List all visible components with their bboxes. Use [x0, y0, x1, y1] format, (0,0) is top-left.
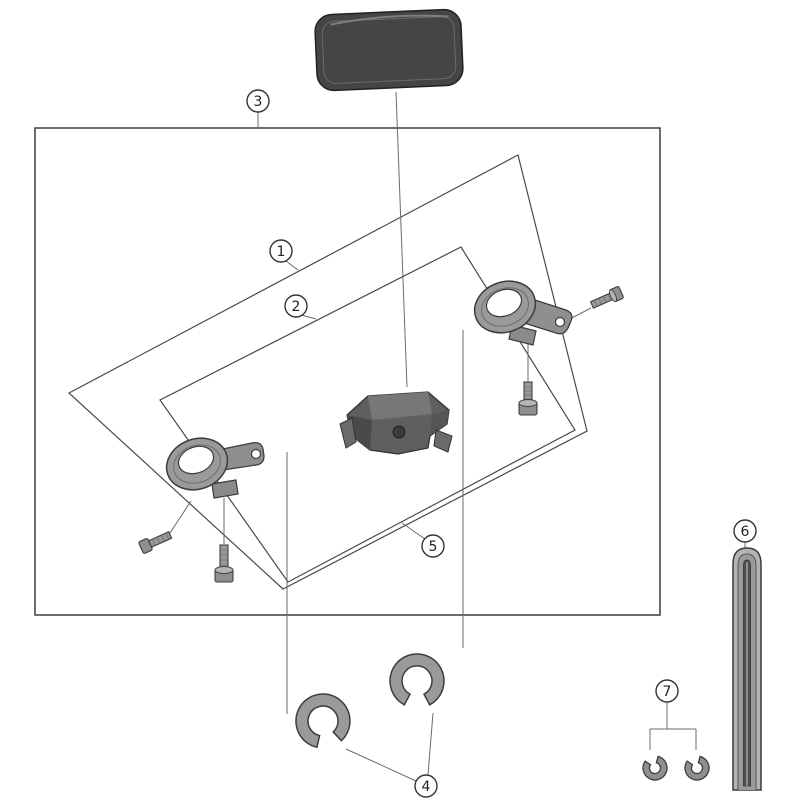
clamp-arm-hole-right	[554, 316, 566, 328]
callout-2: 2	[284, 294, 308, 318]
display-unit-bezel	[321, 16, 457, 84]
leader-line-callout-1	[285, 260, 299, 271]
cable-clip-right	[684, 755, 710, 781]
leader-line-callout-2	[300, 314, 317, 320]
leader-line-callout-4a	[345, 748, 417, 782]
callout-3: 3	[246, 89, 270, 113]
mount-bracket-socket	[392, 425, 406, 439]
leader-line-bolt-bottom-left	[169, 500, 192, 534]
callout-label: 1	[277, 244, 286, 260]
display-unit	[314, 8, 464, 92]
display-unit-body	[314, 8, 464, 92]
callout-circle	[655, 679, 679, 703]
callout-label: 4	[422, 779, 431, 795]
callout-circle	[246, 89, 270, 113]
callout-circle	[414, 774, 438, 798]
bolt-right	[518, 381, 538, 416]
bar-end-sleeve	[732, 547, 762, 791]
cable-clip-left	[642, 755, 668, 781]
callout-5: 5	[421, 534, 445, 558]
assembly-outline-inner	[159, 246, 576, 583]
callout-6: 6	[733, 519, 757, 543]
bolt-head-face	[609, 289, 617, 303]
callout-circle	[733, 519, 757, 543]
callout-label: 3	[254, 94, 263, 110]
bolt-threads	[593, 293, 612, 307]
leader-line-display	[395, 91, 408, 388]
clamp-band-right	[473, 280, 573, 346]
mount-bracket-top-face	[368, 392, 432, 420]
bolt-head-face	[214, 566, 234, 574]
leader-bracket-callout-7	[649, 702, 697, 750]
callout-7: 7	[655, 679, 679, 703]
bolt-bottom-left	[138, 531, 173, 554]
clamp-ring-right-bore	[485, 288, 523, 318]
callout-1: 1	[269, 239, 293, 263]
bolt-left	[214, 544, 234, 583]
assembly-bounding-box	[34, 127, 661, 616]
callout-circle	[269, 239, 293, 263]
display-unit-highlight	[330, 14, 449, 26]
mount-bracket-right-face	[430, 410, 449, 436]
callout-label: 2	[292, 299, 301, 315]
callout-circle	[421, 534, 445, 558]
clamp-band-left	[165, 437, 265, 499]
clamp-arm-hole-left	[250, 448, 262, 460]
mount-bracket-ear-left	[339, 417, 357, 449]
spacer-ring-lower	[295, 693, 351, 749]
bolt-threads	[524, 386, 532, 400]
clamp-lug-left	[211, 479, 239, 499]
leader-lines	[169, 91, 746, 782]
bolt-threads	[220, 549, 228, 566]
leader-line-callout-4b	[427, 712, 434, 776]
mount-bracket	[339, 391, 453, 455]
assembly-outline-outer	[67, 154, 588, 590]
clamp-ring-left-bore	[177, 445, 215, 475]
mount-bracket-ear-right	[433, 429, 453, 453]
clamp-ring-right-edge	[481, 287, 529, 327]
callout-circle	[284, 294, 308, 318]
callout-label: 6	[741, 524, 750, 540]
callout-label: 5	[429, 539, 438, 555]
bolt-top-right	[589, 286, 624, 309]
bolt-threads	[152, 532, 170, 546]
spacer-ring-upper	[389, 653, 445, 706]
callout-4: 4	[414, 774, 438, 798]
leader-line-callout-5	[401, 522, 426, 540]
bolt-head-face	[518, 399, 538, 407]
clamp-ring-left-edge	[173, 444, 221, 484]
callout-label: 7	[663, 684, 672, 700]
